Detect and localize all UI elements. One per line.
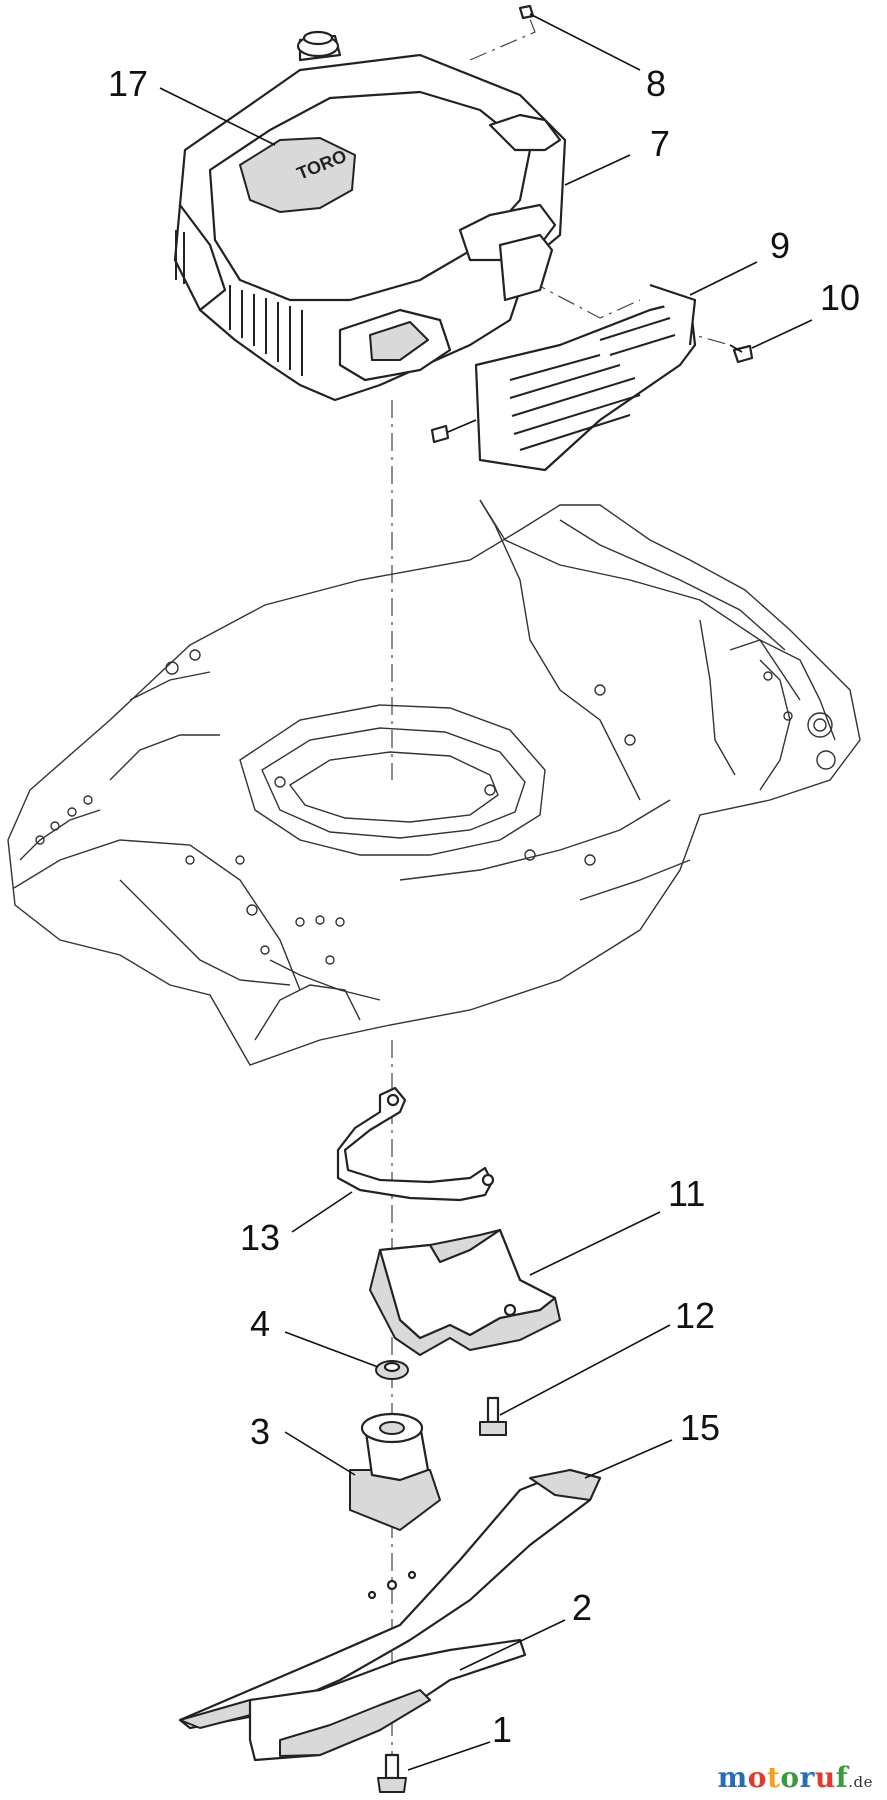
watermark-letter: t (766, 1761, 781, 1794)
watermark-tld: .de (848, 1773, 873, 1791)
callout-9: 9 (770, 225, 790, 266)
callout-3: 3 (250, 1411, 270, 1452)
part-11-plate (369, 1228, 561, 1356)
part-12-bolt (479, 1396, 507, 1436)
watermark-letter: m (717, 1761, 748, 1794)
leader-9 (689, 261, 758, 296)
leader-12 (499, 1324, 671, 1416)
part-3-blade-adapter (349, 1412, 441, 1531)
callout-7: 7 (650, 123, 670, 164)
leader-2 (459, 1619, 566, 1671)
part-13-bracket (336, 1086, 495, 1202)
callout-2: 2 (572, 1587, 592, 1628)
leader-13 (291, 1191, 353, 1233)
watermark-letter: o (747, 1761, 767, 1794)
part-4-washer (375, 1360, 409, 1380)
callout-17: 17 (108, 63, 148, 104)
leader-4 (284, 1331, 379, 1368)
leader-17 (159, 87, 276, 146)
callout-15: 15 (680, 1407, 720, 1448)
leader-lines (159, 13, 813, 1771)
watermark-letter: f (835, 1761, 849, 1794)
callout-4: 4 (250, 1303, 270, 1344)
part-8-screw (518, 4, 535, 20)
callout-1: 1 (492, 1709, 512, 1750)
guard-screw (430, 419, 477, 444)
callout-10: 10 (820, 277, 860, 318)
leader-8 (529, 13, 641, 71)
part-15-blade (178, 1468, 602, 1730)
watermark-logo: motoruf.de (718, 1761, 873, 1794)
part-1-blade-bolt (377, 1753, 407, 1793)
leader-15 (584, 1439, 673, 1479)
callout-11: 11 (668, 1173, 705, 1214)
leader-11 (529, 1211, 661, 1276)
cooling-fins (175, 230, 303, 376)
watermark-letter: r (799, 1761, 815, 1794)
leader-3 (284, 1431, 356, 1476)
callout-12: 12 (675, 1295, 715, 1336)
watermark-wordmark: motoruf (718, 1761, 849, 1794)
leader-7 (564, 154, 631, 186)
watermark-letter: o (780, 1761, 800, 1794)
part-9-muffler-guard (474, 283, 697, 472)
part-2-baffle (248, 1638, 527, 1762)
leader-10 (751, 319, 813, 349)
leader-1 (407, 1741, 491, 1771)
callout-8: 8 (646, 63, 666, 104)
engine-assembly: TORO (173, 30, 567, 402)
part-10-screw (729, 344, 754, 364)
watermark-letter: u (814, 1761, 836, 1794)
callout-13: 13 (240, 1217, 280, 1258)
mower-deck (7, 499, 861, 1066)
callout-labels: 17 8 7 9 10 13 11 4 12 3 15 2 1 (108, 63, 860, 1750)
